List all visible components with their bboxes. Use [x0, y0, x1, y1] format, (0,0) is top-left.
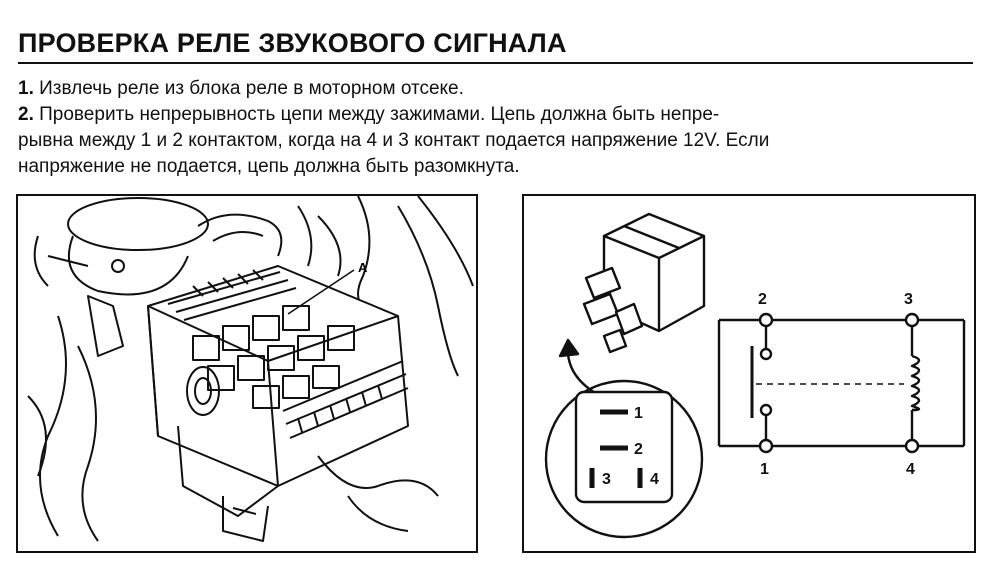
strut-top-icon — [67, 197, 209, 251]
step-2-cont: рывна между 1 и 2 контактом, когда на 4 … — [18, 130, 770, 151]
step-2-cont: напряжение не подается, цепь должна быть… — [18, 156, 520, 177]
title-rule — [18, 62, 973, 64]
step-text: Извлечь реле из блока реле в моторном от… — [39, 78, 464, 99]
step-2: 2. Проверить непрерывность цепи между за… — [18, 102, 974, 128]
engine-bay-illustration: A — [27, 195, 474, 542]
circuit-terminal-label: 2 — [758, 291, 767, 308]
relay-schematic-figure: 1 2 3 4 2 3 1 4 — [522, 194, 976, 553]
instructions: 1. Извлечь реле из блока реле в моторном… — [18, 76, 974, 180]
step-number: 2. — [18, 104, 34, 125]
relay-illustration — [582, 212, 706, 354]
circuit-terminal-label: 3 — [904, 291, 913, 308]
circuit-terminal-label: 1 — [760, 461, 769, 478]
relay-box-figure: A — [16, 194, 478, 553]
callout-label: A — [358, 260, 368, 275]
circuit-schematic — [717, 312, 966, 454]
pin-label: 3 — [602, 471, 611, 488]
pin-label: 2 — [634, 441, 643, 458]
pinout-view — [544, 379, 704, 539]
pin-label: 4 — [650, 471, 659, 488]
circuit-terminal-label: 4 — [906, 461, 915, 478]
relay-diagram: 1 2 3 4 2 3 1 4 — [544, 212, 966, 539]
coil-symbol — [910, 354, 921, 412]
step-1: 1. Извлечь реле из блока реле в моторном… — [18, 76, 974, 102]
step-text: Проверить непрерывность цепи между зажим… — [39, 104, 720, 125]
pin-label: 1 — [634, 405, 643, 422]
page-title: ПРОВЕРКА РЕЛЕ ЗВУКОВОГО СИГНАЛА — [18, 28, 567, 58]
step-number: 1. — [18, 78, 34, 99]
